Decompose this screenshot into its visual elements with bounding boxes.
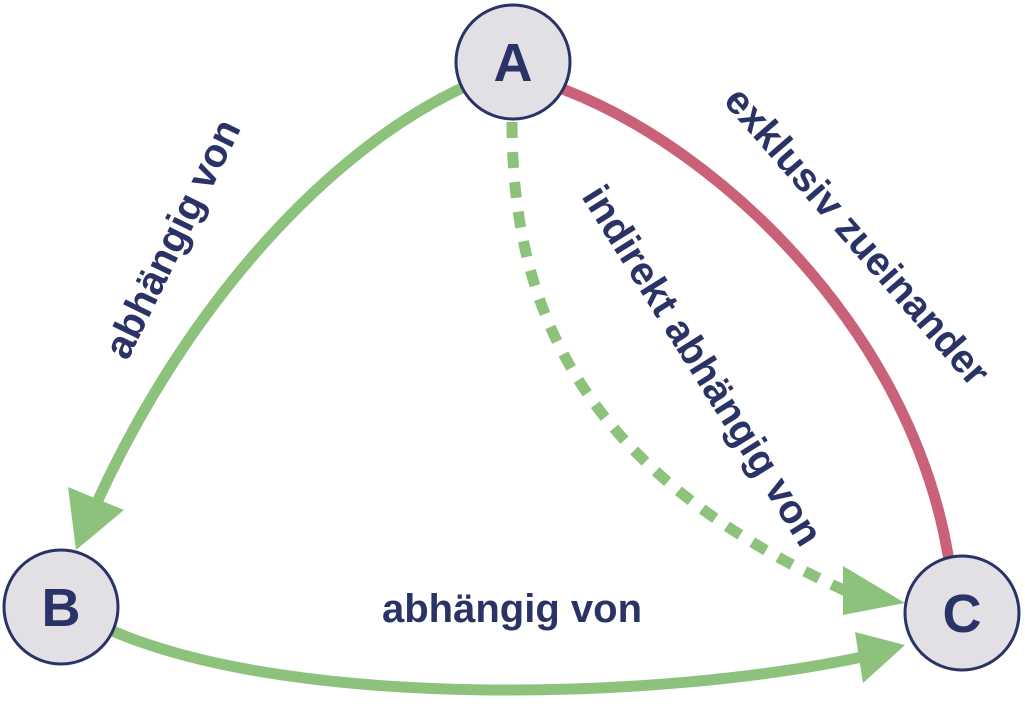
label-a-to-b: abhängig von — [96, 112, 250, 365]
node-c: C — [903, 554, 1021, 672]
edge-a-c-exclusive — [559, 84, 954, 561]
node-c-circle — [903, 554, 1021, 672]
label-a-c-exclusive: exklusiv zueinander — [716, 79, 999, 395]
arrowhead-b-to-c — [855, 632, 905, 683]
label-b-to-c: abhängig von — [382, 587, 642, 631]
label-a-to-c-indirect: indirekt abhängig von — [573, 178, 831, 554]
node-a-circle — [454, 3, 572, 121]
node-a: A — [454, 3, 572, 121]
edge-a-to-c-indirect — [506, 121, 851, 598]
node-b-label: B — [42, 578, 81, 638]
node-b: B — [2, 548, 120, 666]
arrowhead-a-to-b — [68, 487, 124, 550]
node-a-label: A — [494, 33, 533, 93]
edge-b-to-c — [109, 626, 868, 696]
node-c-label: C — [943, 584, 982, 644]
node-b-circle — [2, 548, 120, 666]
arrowhead-a-to-c-indirect — [843, 566, 905, 615]
edge-a-to-b — [92, 82, 468, 506]
